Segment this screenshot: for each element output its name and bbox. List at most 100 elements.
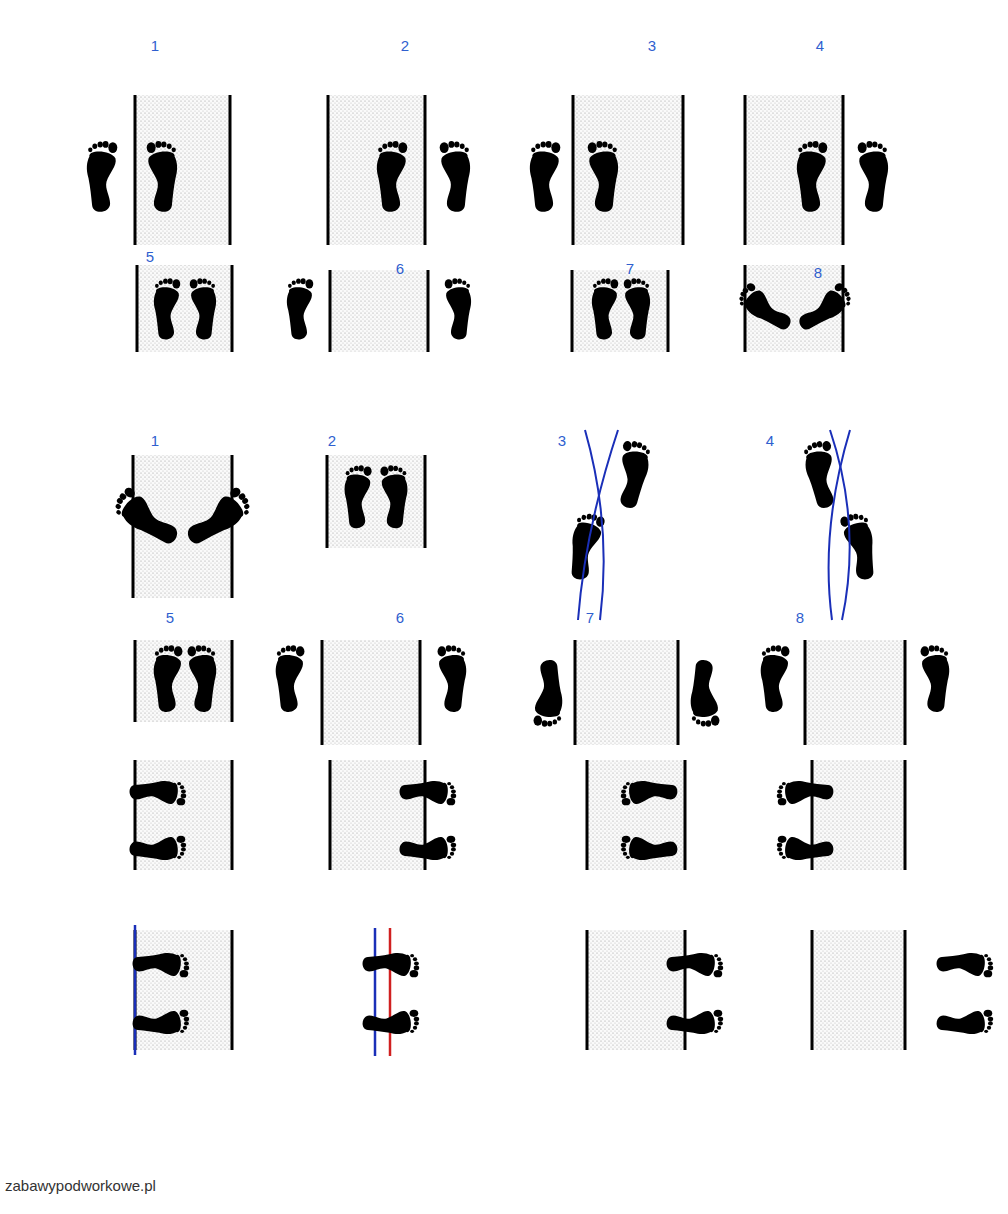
foot-toe	[177, 782, 181, 785]
foot-toe	[202, 279, 207, 284]
crossed-rope	[829, 430, 850, 620]
foot-sole	[667, 953, 715, 976]
foot-toe	[778, 836, 787, 843]
foot-sole	[189, 655, 216, 712]
rope-panel	[587, 930, 685, 1050]
foot-sole	[87, 151, 116, 211]
foot-toe	[622, 836, 631, 843]
foot-toe	[177, 856, 181, 859]
rope-line	[231, 640, 234, 722]
foot-toe	[921, 646, 930, 656]
crossed-rope	[830, 430, 850, 620]
foot-toe	[739, 291, 746, 298]
rope-line	[419, 640, 422, 745]
foot-sole	[446, 287, 471, 339]
foot-toe	[115, 509, 121, 515]
foot-sole	[345, 475, 371, 529]
foot-toe	[180, 970, 189, 977]
foot-toe	[534, 716, 543, 726]
foot-sole	[441, 151, 470, 211]
foot-toe	[364, 466, 372, 476]
foot-toe	[465, 147, 469, 152]
foot-toe	[447, 836, 456, 843]
foot-toe	[410, 970, 419, 977]
foot-toe	[393, 466, 398, 471]
footprint	[87, 141, 117, 212]
rope-panel	[322, 640, 420, 745]
foot-toe	[581, 515, 586, 521]
foot-sole	[937, 1011, 985, 1034]
footprint	[839, 511, 879, 582]
rope-line	[572, 95, 575, 245]
foot-sole	[589, 151, 618, 211]
foot-sole	[667, 1011, 715, 1034]
foot-toe	[164, 646, 169, 652]
foot-toe	[779, 852, 783, 856]
foot-toe	[211, 651, 215, 656]
foot-toe	[872, 141, 877, 147]
foot-toe	[190, 279, 198, 288]
foot-toe	[714, 1010, 723, 1017]
footprint	[566, 511, 606, 582]
foot-toe	[452, 278, 457, 284]
foot-toe	[547, 721, 552, 727]
foot-toe	[711, 716, 720, 726]
foot-toe	[147, 142, 156, 153]
step-number: 4	[816, 38, 824, 53]
footprint	[777, 781, 834, 805]
rope-line	[571, 270, 574, 352]
rope-line	[586, 930, 589, 1050]
footprint	[592, 278, 618, 339]
foot-sole	[629, 781, 677, 804]
rope-panel	[812, 930, 905, 1050]
foot-toe	[414, 961, 419, 965]
rope-panel	[587, 760, 685, 870]
foot-toe	[798, 147, 802, 152]
foot-toe	[180, 1030, 184, 1033]
foot-toe	[621, 843, 626, 848]
foot-sole	[363, 1011, 411, 1034]
foot-toe	[277, 651, 281, 656]
foot-toe	[180, 785, 184, 789]
foot-sole	[922, 655, 949, 712]
foot-toe	[354, 466, 359, 471]
foot-toe	[864, 517, 869, 522]
foot-toe	[346, 471, 350, 475]
step-number: 7	[626, 261, 634, 276]
rope-line	[684, 760, 687, 870]
footprint	[613, 439, 653, 510]
rope-line	[574, 640, 577, 745]
footprint	[190, 278, 216, 339]
foot-toe	[398, 468, 402, 473]
step-number: 1	[151, 433, 159, 448]
footprint	[937, 1010, 994, 1034]
foot-toe	[155, 284, 159, 288]
foot-toe	[777, 843, 782, 848]
foot-toe	[593, 284, 597, 288]
foot-toe	[717, 1026, 721, 1030]
foot-toe	[180, 852, 184, 856]
rope-line	[136, 265, 139, 352]
foot-toe	[159, 648, 164, 653]
footprint	[858, 141, 888, 212]
rope-line	[134, 95, 137, 245]
step-number: 3	[558, 433, 566, 448]
foot-toe	[413, 1026, 417, 1030]
foot-toe	[241, 497, 249, 505]
foot-toe	[776, 645, 782, 651]
foot-toe	[739, 301, 744, 306]
foot-toe	[988, 1021, 993, 1025]
foot-toe	[623, 785, 627, 789]
foot-toe	[622, 440, 632, 452]
step-number: 5	[166, 610, 174, 625]
rope-line	[811, 930, 814, 1050]
footprint	[621, 836, 678, 860]
foot-toe	[853, 513, 859, 520]
footprint	[777, 836, 834, 860]
foot-sole	[535, 660, 562, 717]
foot-toe	[858, 142, 867, 153]
footprint	[534, 660, 563, 727]
foot-toe	[181, 843, 186, 848]
foot-toe	[349, 468, 353, 473]
